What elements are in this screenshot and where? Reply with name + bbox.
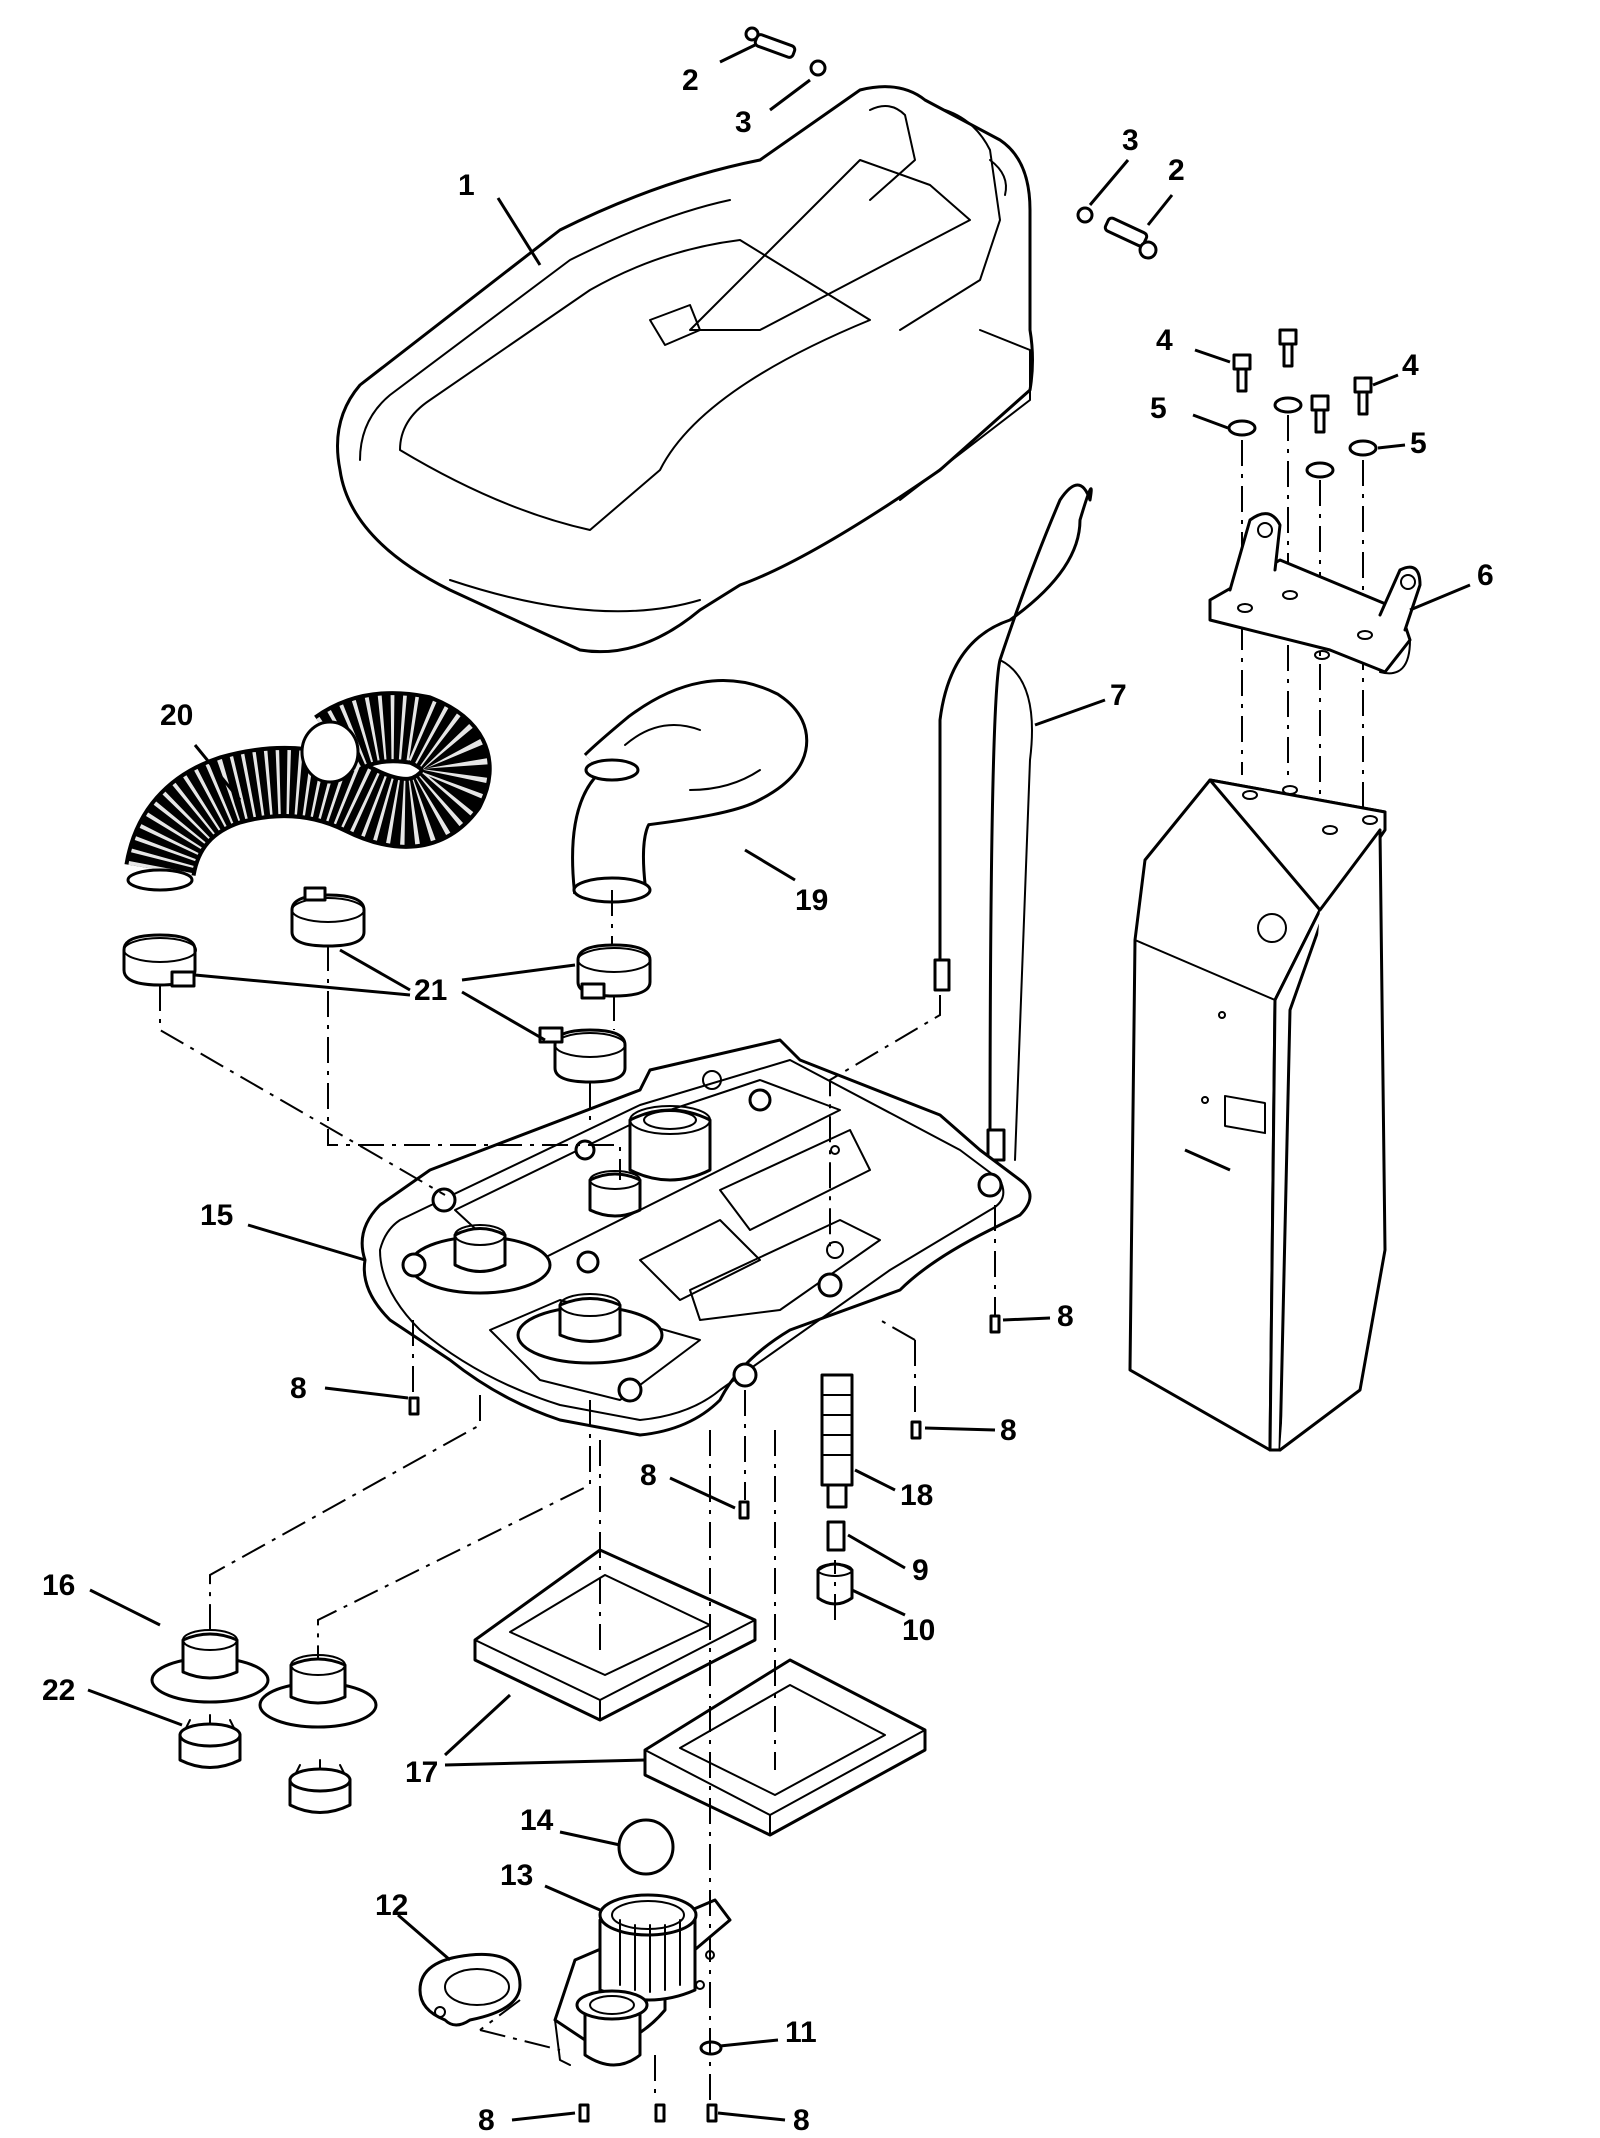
part-4-bolt-2[interactable] bbox=[1278, 328, 1298, 368]
part-20-corrugated-hose[interactable] bbox=[124, 691, 492, 892]
callout-11: 11 bbox=[785, 2016, 817, 2049]
callout-21: 21 bbox=[414, 974, 447, 1007]
part-16-seal-1[interactable] bbox=[150, 1629, 270, 1704]
part-9-fitting[interactable] bbox=[826, 1520, 846, 1552]
part-13-valve-housing[interactable] bbox=[553, 1893, 732, 2067]
callout-8-bottom-right: 8 bbox=[793, 2104, 810, 2137]
callout-19: 19 bbox=[795, 884, 828, 917]
part-21-clamp-3[interactable] bbox=[576, 943, 652, 1000]
callout-5-left: 5 bbox=[1150, 392, 1167, 425]
callout-8-left: 8 bbox=[290, 1372, 307, 1405]
console-column[interactable] bbox=[1128, 778, 1387, 1452]
part-7-handle[interactable] bbox=[933, 483, 1093, 1162]
callout-22: 22 bbox=[42, 1674, 75, 1707]
callout-13: 13 bbox=[500, 1859, 533, 1892]
part-3-clip-top[interactable] bbox=[809, 59, 827, 77]
part-5-washers[interactable] bbox=[1227, 396, 1378, 479]
callout-8-bottom-left: 8 bbox=[478, 2104, 495, 2137]
callout-4-right: 4 bbox=[1402, 349, 1419, 382]
callout-10: 10 bbox=[902, 1614, 935, 1647]
callout-6: 6 bbox=[1477, 559, 1494, 592]
part-2-pin-right[interactable] bbox=[1103, 216, 1158, 260]
callout-5-right: 5 bbox=[1410, 427, 1427, 460]
part-22-ring-2[interactable] bbox=[288, 1759, 352, 1814]
callout-4-left: 4 bbox=[1156, 324, 1173, 357]
part-21-clamp-4[interactable] bbox=[538, 1026, 627, 1084]
part-4-bolt-4[interactable] bbox=[1353, 376, 1373, 416]
callout-18: 18 bbox=[900, 1479, 933, 1512]
part-22-ring-1[interactable] bbox=[178, 1714, 242, 1769]
part-21-clamp-2[interactable] bbox=[290, 886, 366, 948]
callout-15: 15 bbox=[200, 1199, 233, 1232]
callout-3-right: 3 bbox=[1122, 124, 1139, 157]
callout-8-right-top: 8 bbox=[1057, 1300, 1074, 1333]
part-8-screws[interactable] bbox=[408, 1314, 1001, 2123]
callout-14: 14 bbox=[520, 1804, 554, 1837]
part-21-clamp-1[interactable] bbox=[122, 933, 197, 988]
callout-12: 12 bbox=[375, 1889, 408, 1922]
callout-labels: 1 2 3 3 2 4 4 5 5 6 7 20 19 21 15 8 8 8 … bbox=[42, 64, 1494, 2137]
callout-2-top: 2 bbox=[682, 64, 699, 97]
part-6-bracket[interactable] bbox=[1208, 512, 1422, 675]
part-17-gasket-top[interactable] bbox=[473, 1548, 757, 1722]
callout-9: 9 bbox=[912, 1554, 929, 1587]
part-3-clip-right[interactable] bbox=[1076, 206, 1094, 224]
part-15-base-plate[interactable] bbox=[360, 1038, 1032, 1437]
callout-3-top: 3 bbox=[735, 106, 752, 139]
callout-17: 17 bbox=[405, 1756, 438, 1789]
part-19-hose[interactable] bbox=[571, 679, 809, 904]
part-14-ball[interactable] bbox=[617, 1818, 675, 1876]
callout-2-right: 2 bbox=[1168, 154, 1185, 187]
callout-8-right-mid: 8 bbox=[1000, 1414, 1017, 1447]
part-1-hood[interactable] bbox=[336, 85, 1034, 654]
callout-8-center: 8 bbox=[640, 1459, 657, 1492]
part-4-bolt-1[interactable] bbox=[1232, 353, 1252, 393]
alignment-lines bbox=[159, 890, 996, 2100]
callout-1: 1 bbox=[458, 169, 475, 202]
part-2-pin-top[interactable] bbox=[744, 26, 797, 59]
part-12-flat-gasket[interactable] bbox=[418, 1952, 522, 2027]
part-4-bolt-3[interactable] bbox=[1310, 394, 1330, 434]
leader-lines bbox=[87, 43, 1471, 2122]
callout-7: 7 bbox=[1110, 679, 1127, 712]
callout-16: 16 bbox=[42, 1569, 75, 1602]
part-18-spring[interactable] bbox=[820, 1373, 854, 1509]
callout-20: 20 bbox=[160, 699, 193, 732]
part-17-gasket-bottom[interactable] bbox=[643, 1658, 927, 1837]
part-16-seal-2[interactable] bbox=[258, 1654, 378, 1729]
